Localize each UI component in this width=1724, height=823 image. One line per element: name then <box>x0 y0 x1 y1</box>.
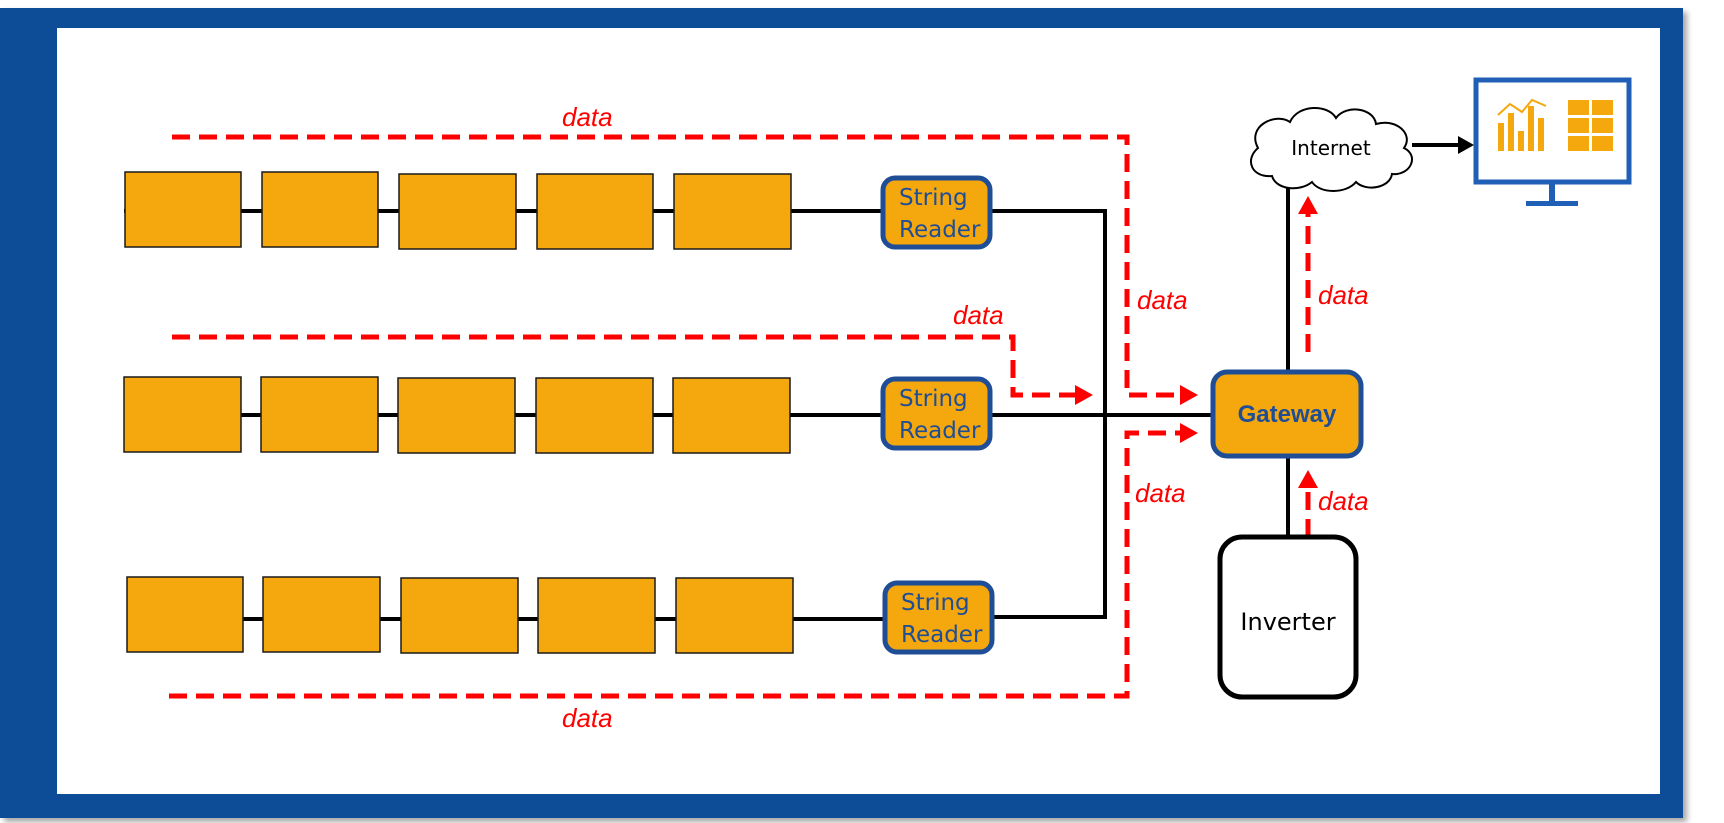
panel-string-2 <box>123 376 791 454</box>
data-label-middle: data <box>953 300 1004 330</box>
data-label-to-internet: data <box>1318 280 1369 310</box>
solar-panel <box>673 173 792 250</box>
gateway-label: Gateway <box>1238 401 1337 428</box>
arrow-head-icon <box>1298 470 1318 488</box>
string-reader-line2: Reader <box>901 622 983 648</box>
solar-panel <box>123 376 242 453</box>
data-label-upper-right: data <box>1137 285 1188 315</box>
solar-panel <box>262 576 381 653</box>
cloud-icon <box>1250 106 1413 192</box>
panel-string-1 <box>124 171 792 250</box>
string-reader-line1: String <box>899 185 968 211</box>
panel-string-3 <box>126 576 794 654</box>
string-reader-box <box>880 376 993 451</box>
string-reader-box <box>882 580 995 655</box>
monitor-dashboard-icon <box>1473 77 1632 206</box>
string-reader-1: String Reader <box>880 175 993 250</box>
internet: Internet <box>1250 106 1413 192</box>
inverter-label: Inverter <box>1240 608 1335 636</box>
arrow-head-icon <box>1180 423 1198 443</box>
gateway: Gateway <box>1210 369 1364 459</box>
data-flow-top <box>172 134 1180 398</box>
data-flow-middle <box>172 334 1075 398</box>
string-reader-line1: String <box>901 590 970 616</box>
solar-panel <box>400 577 519 654</box>
inverter: Inverter <box>1217 534 1359 700</box>
data-label-top: data <box>562 102 613 132</box>
string-reader-line2: Reader <box>899 217 981 243</box>
string-reader-3: String Reader <box>882 580 995 655</box>
data-label-lower-right: data <box>1135 478 1186 508</box>
solar-panel <box>398 173 517 250</box>
string-reader-line2: Reader <box>899 418 981 444</box>
arrow-head-icon <box>1458 136 1474 154</box>
string-reader-line1: String <box>899 386 968 412</box>
solar-panel <box>397 377 516 454</box>
solar-panel <box>672 377 791 454</box>
solar-panel <box>261 171 379 248</box>
solar-panel <box>675 577 794 654</box>
inverter-box <box>1217 534 1359 700</box>
solar-panel <box>536 173 654 250</box>
string-reader-2: String Reader <box>880 376 993 451</box>
data-label-bottom: data <box>562 703 613 733</box>
solar-panel <box>126 576 244 653</box>
gateway-box <box>1210 369 1364 459</box>
data-flows <box>169 134 1318 699</box>
arrow-head-icon <box>1180 385 1198 405</box>
internet-label: Internet <box>1291 136 1371 160</box>
solar-panel <box>537 577 656 654</box>
string-reader-box <box>880 175 993 250</box>
solar-panel <box>124 171 242 248</box>
arrow-head-icon <box>1298 196 1318 214</box>
solar-panel <box>260 376 379 453</box>
data-label-from-inverter: data <box>1318 486 1369 516</box>
solar-panel <box>535 377 654 454</box>
data-flow-bottom <box>169 430 1180 699</box>
arrow-head-icon <box>1075 385 1093 405</box>
